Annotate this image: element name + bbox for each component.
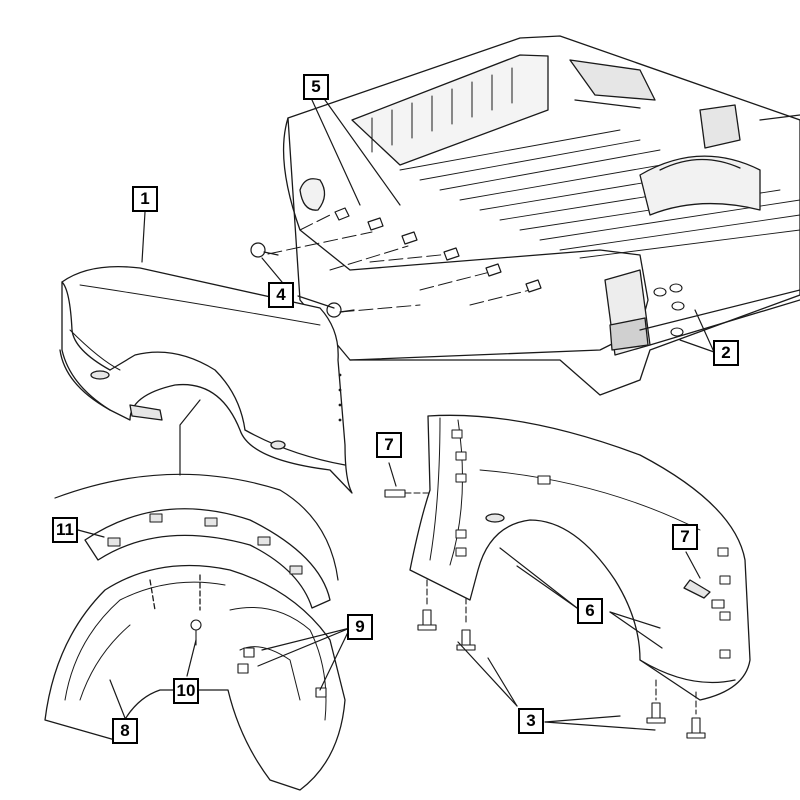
callout-2: 2	[713, 340, 739, 366]
wheel-well-liner-8	[44, 473, 346, 791]
callout-10: 10	[173, 678, 199, 704]
callout-5: 5	[303, 74, 329, 100]
fender-1	[59, 265, 353, 494]
callout-4: 4	[268, 282, 294, 308]
callout-8: 8	[112, 718, 138, 744]
callout-11: 11	[52, 517, 78, 543]
leader-lines	[77, 99, 715, 731]
callout-6: 6	[577, 598, 603, 624]
callout-9: 9	[347, 614, 373, 640]
callout-3: 3	[518, 708, 544, 734]
callout-1: 1	[132, 186, 158, 212]
fender-flare-6	[384, 414, 751, 739]
callout-7-right: 7	[672, 524, 698, 550]
truck-bed	[250, 35, 800, 396]
callout-7-left: 7	[376, 432, 402, 458]
